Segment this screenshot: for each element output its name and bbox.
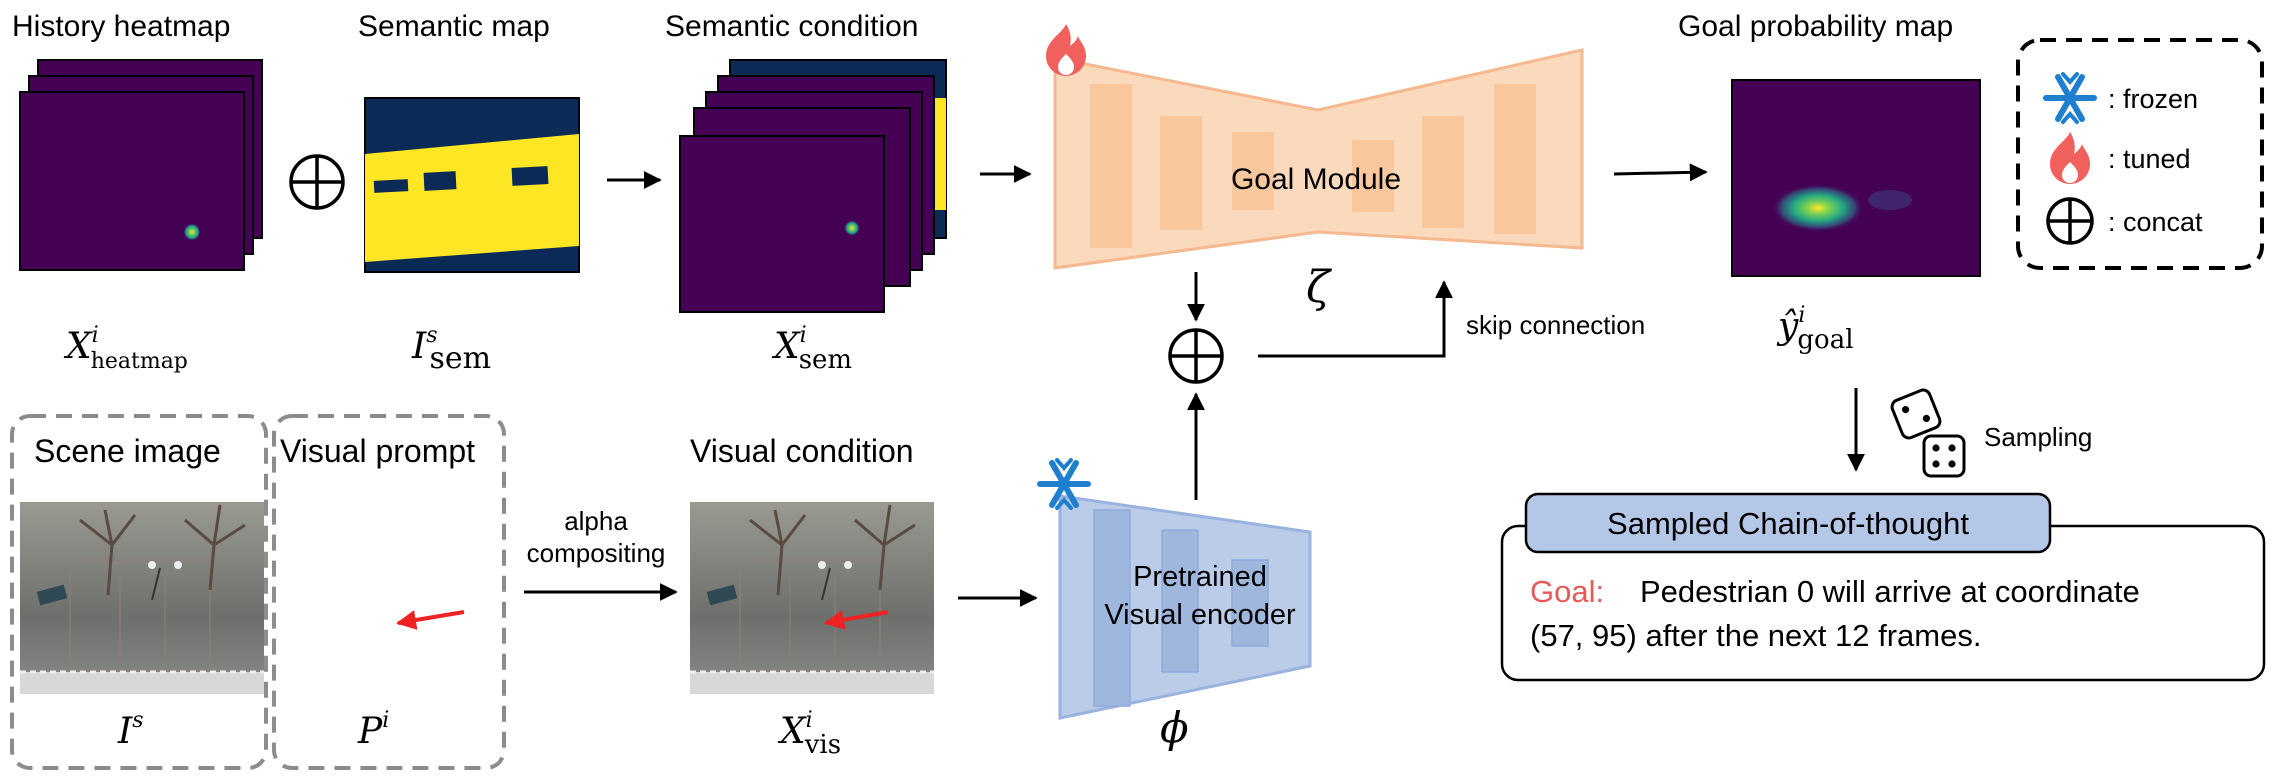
goal-map-image [1731, 79, 1981, 277]
concat-icon [2046, 197, 2094, 245]
legend-concat-label: : concat [2108, 207, 2203, 237]
sampling-label: Sampling [1984, 422, 2092, 452]
goal-map-title: Goal probability map [1678, 10, 1953, 43]
concat-icon-center [1168, 328, 1224, 384]
cot-title: Sampled Chain-of-thought [1607, 506, 1969, 541]
legend: : frozen : tuned : concat [2016, 38, 2264, 270]
cot-line1: Pedestrian 0 will arrive at coordinate [1640, 574, 2140, 609]
alpha-label-line1: alpha [564, 506, 628, 536]
snowflake-icon-encoder [1037, 458, 1091, 510]
alpha-label-line2: compositing [527, 538, 666, 568]
flame-icon-goal-module [1046, 24, 1086, 76]
goal-map-peak [1772, 184, 1864, 232]
dice-icon [1890, 388, 1966, 478]
cot-line2: (57, 95) after the next 12 frames. [1530, 618, 1981, 653]
legend-frozen-label: : frozen [2108, 84, 2198, 114]
scene-image-group: Scene image Is [20, 433, 264, 752]
visual-prompt-title: Visual prompt [280, 433, 475, 469]
goal-module: Goal Module ζ [1053, 48, 1584, 313]
skip-connection-label: skip connection [1466, 310, 1645, 340]
skip-connection-arrow [1258, 280, 1453, 358]
visual-condition-red-arrow [824, 610, 889, 630]
visual-prompt-group: Visual prompt Pi [280, 433, 475, 752]
scene-image-title: Scene image [34, 433, 221, 469]
semantic-road [365, 134, 579, 262]
encoder-label-line1: Pretrained [1133, 561, 1267, 593]
scene-image-symbol: Is [117, 708, 144, 752]
heatmap-peak [183, 223, 201, 241]
visual-prompt-symbol: Pi [357, 708, 389, 752]
visual-prompt-red-arrow [396, 610, 465, 630]
visual-condition-title: Visual condition [690, 433, 914, 469]
scene-image-frame [10, 414, 268, 770]
legend-tuned-label: : tuned [2108, 144, 2191, 174]
semantic-condition-title: Semantic condition [665, 10, 918, 43]
snowflake-icon [2043, 72, 2097, 124]
history-heatmap-title: History heatmap [12, 10, 230, 43]
encoder-label-line2: Visual encoder [1104, 599, 1296, 631]
heatmap-layer-1 [19, 91, 245, 271]
cot-goal-label: Goal: [1530, 574, 1604, 609]
semantic-map-title: Semantic map [358, 10, 550, 43]
cot-title-tab [1524, 492, 2052, 554]
visual-encoder: Pretrained Visual encoder ϕ [1058, 494, 1312, 752]
encoder-symbol: ϕ [1160, 703, 1189, 752]
concat-icon-1 [289, 154, 345, 210]
arrow-to-goal-map [1613, 163, 1708, 182]
cot-box: Sampled Chain-of-thought Goal: Pedestria… [1500, 492, 2266, 682]
visual-prompt-frame [272, 414, 506, 770]
goal-module-symbol: ζ [1306, 262, 1333, 313]
goal-module-label: Goal Module [1231, 163, 1401, 196]
flame-icon [2050, 132, 2090, 184]
